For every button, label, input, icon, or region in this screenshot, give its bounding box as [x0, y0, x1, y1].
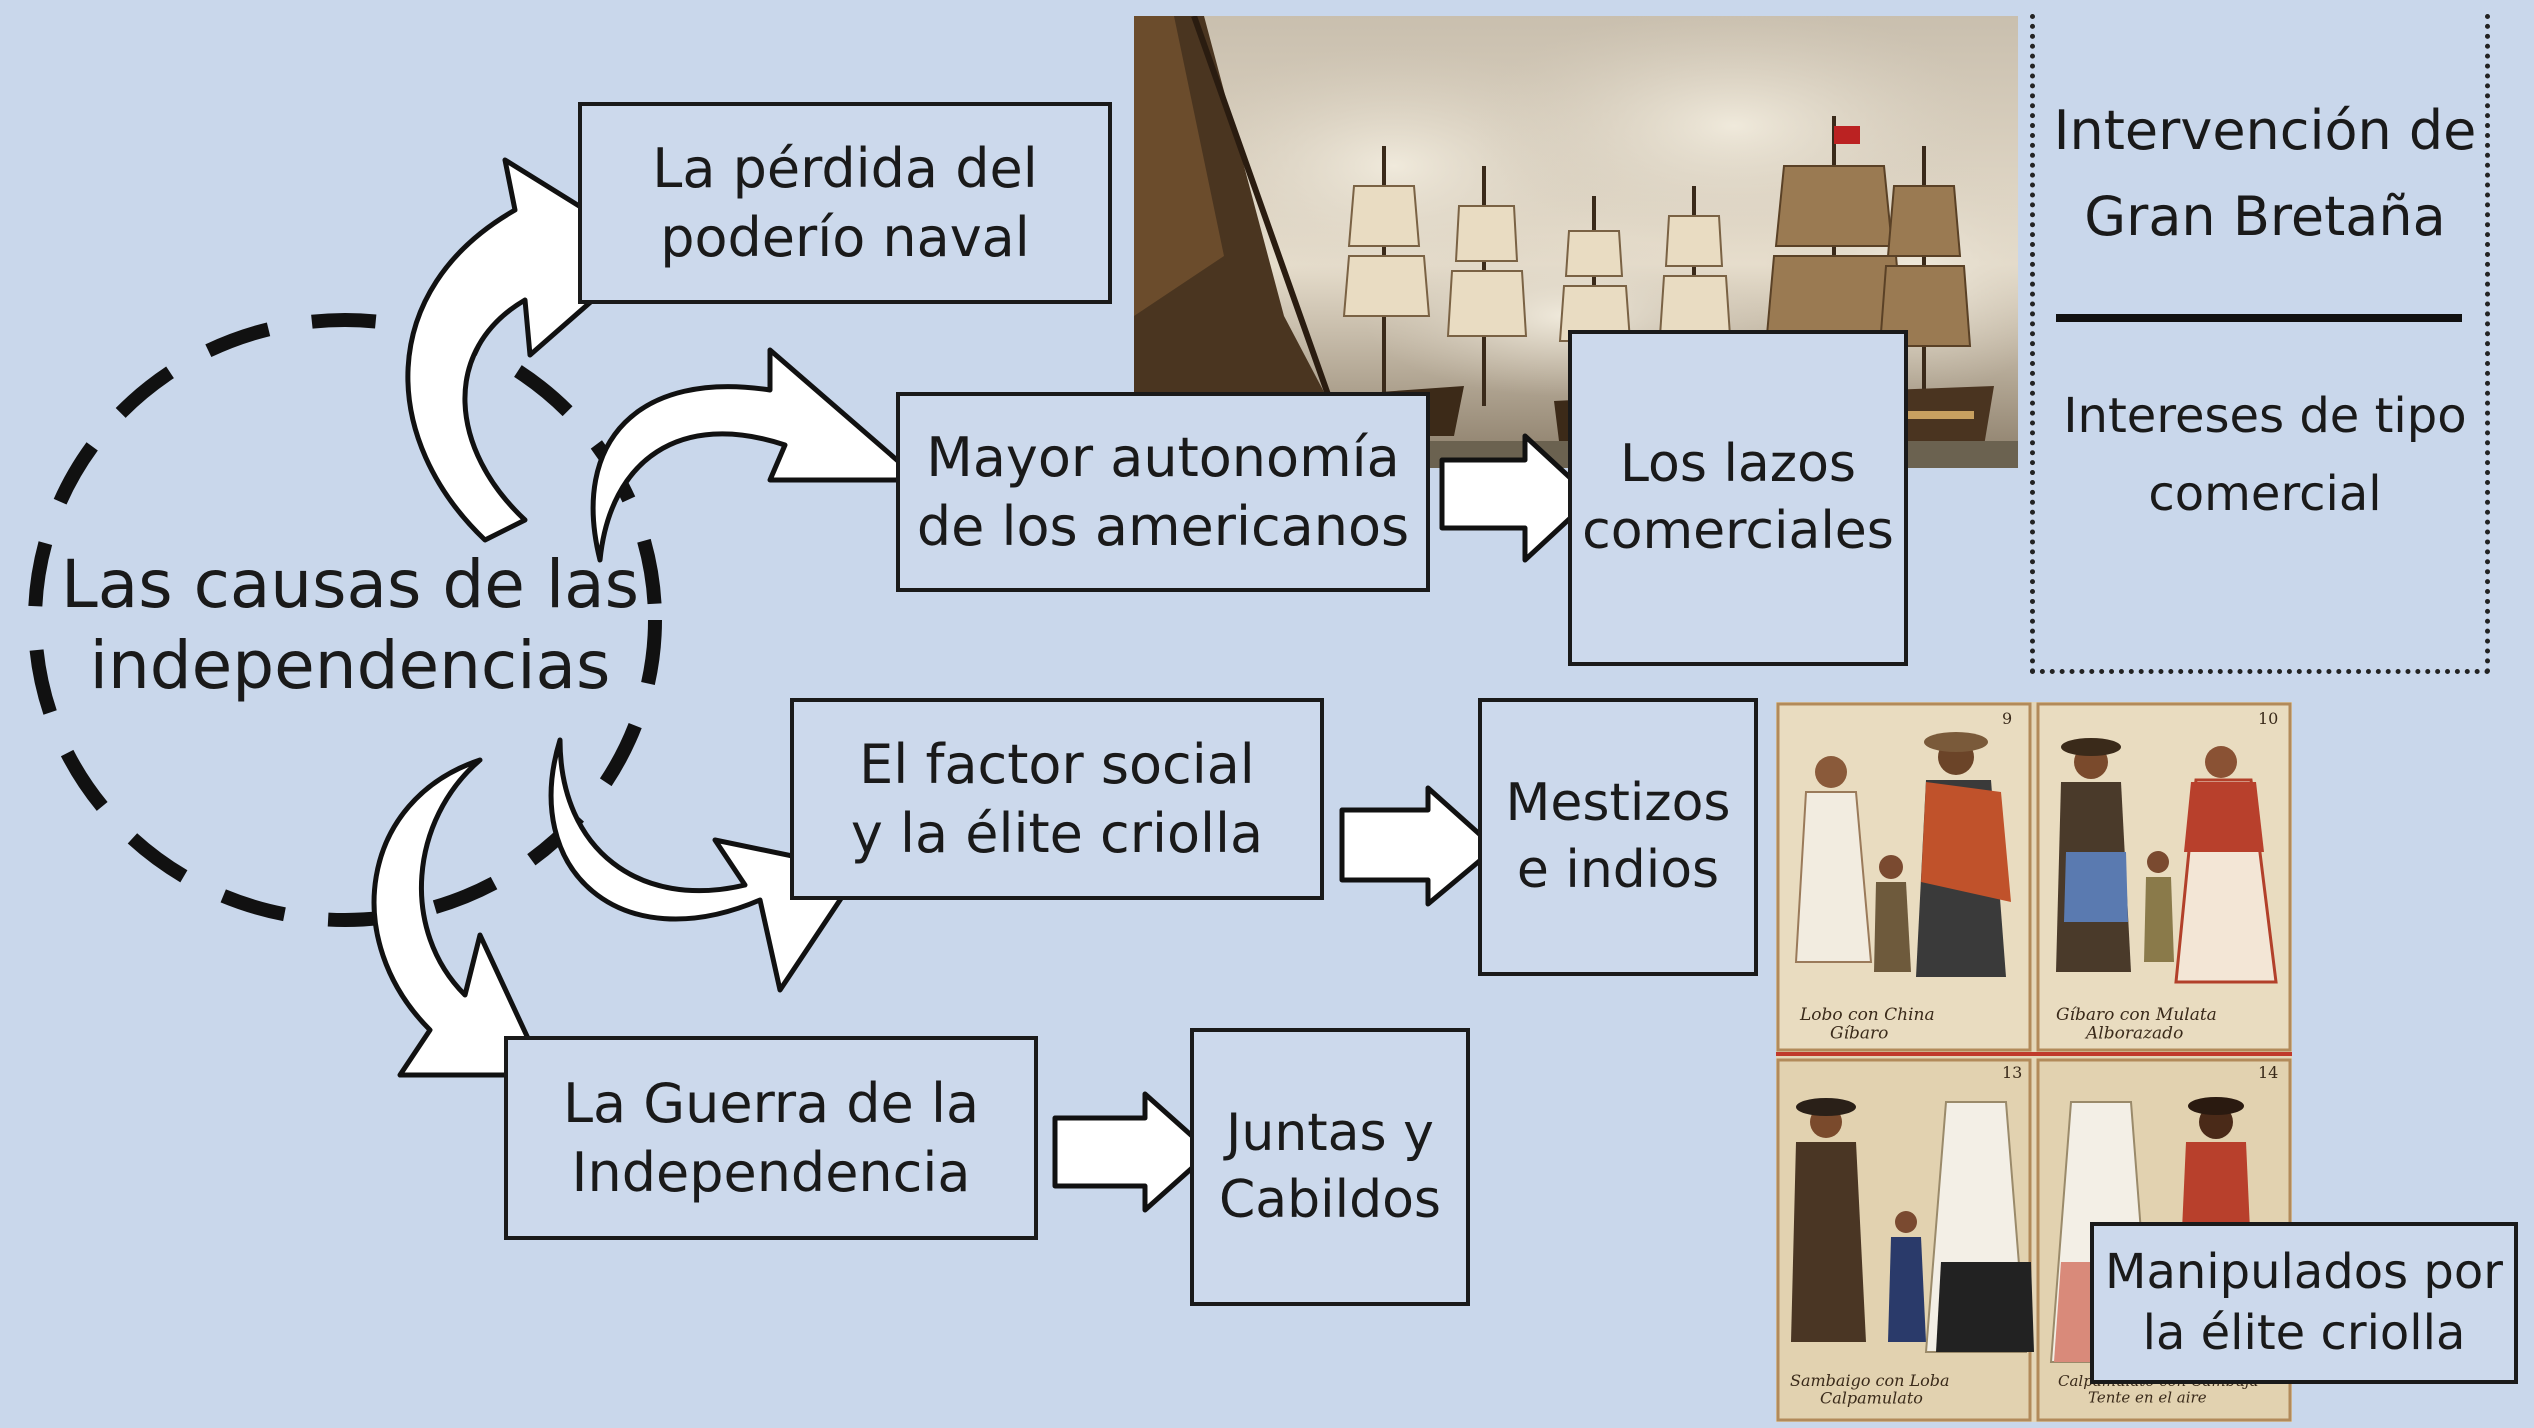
- cause-social-label: El factor social y la élite criolla: [850, 732, 1264, 865]
- effect-manipulated-label: Manipulados por la élite criolla: [2105, 1243, 2503, 1361]
- cause-autonomy-label: Mayor autonomía de los americanos: [916, 425, 1410, 558]
- curved-arrow-to-social: [548, 737, 863, 993]
- side-panel-subtitle: Intereses de tipo comercial: [2063, 388, 2467, 522]
- cause-naval-power-label: La pérdida del poderío naval: [652, 136, 1038, 269]
- curved-arrow-to-war: [371, 757, 548, 1078]
- effect-manipulated-box: Manipulados por la élite criolla: [2090, 1222, 2518, 1384]
- curved-arrow-to-autonomy: [590, 347, 923, 563]
- side-panel-frame: [2030, 14, 2490, 674]
- cause-naval-power-box: La pérdida del poderío naval: [578, 102, 1112, 304]
- central-dashed-ellipse: [28, 313, 662, 927]
- side-panel-title: Intervención de Gran Bretaña: [2053, 99, 2477, 249]
- central-topic: Las causas de las independencias: [61, 546, 639, 704]
- panel-number-14: 14: [2258, 1063, 2278, 1082]
- panel-number-9: 9: [2002, 709, 2012, 728]
- panel-number-13: 13: [2002, 1063, 2022, 1082]
- arrow-social-to-mestizos: [1339, 785, 1498, 907]
- effect-mestizos-label: Mestizos e indios: [1505, 773, 1731, 900]
- arrow-war-to-juntas: [1052, 1091, 1213, 1213]
- effect-juntas-box: Juntas y Cabildos: [1190, 1028, 1470, 1306]
- side-panel-divider: [2056, 314, 2462, 322]
- effect-commercial-ties-label: Los lazos comerciales: [1582, 434, 1894, 561]
- effect-mestizos-box: Mestizos e indios: [1478, 698, 1758, 976]
- cause-war-box: La Guerra de la Independencia: [504, 1036, 1038, 1240]
- cause-war-label: La Guerra de la Independencia: [562, 1071, 980, 1204]
- cause-autonomy-box: Mayor autonomía de los americanos: [896, 392, 1430, 592]
- panel-number-10: 10: [2258, 709, 2278, 728]
- arrow-autonomy-to-ties: [1439, 433, 1595, 563]
- cause-social-box: El factor social y la élite criolla: [790, 698, 1324, 900]
- effect-juntas-label: Juntas y Cabildos: [1219, 1103, 1441, 1230]
- effect-commercial-ties-box: Los lazos comerciales: [1568, 330, 1908, 666]
